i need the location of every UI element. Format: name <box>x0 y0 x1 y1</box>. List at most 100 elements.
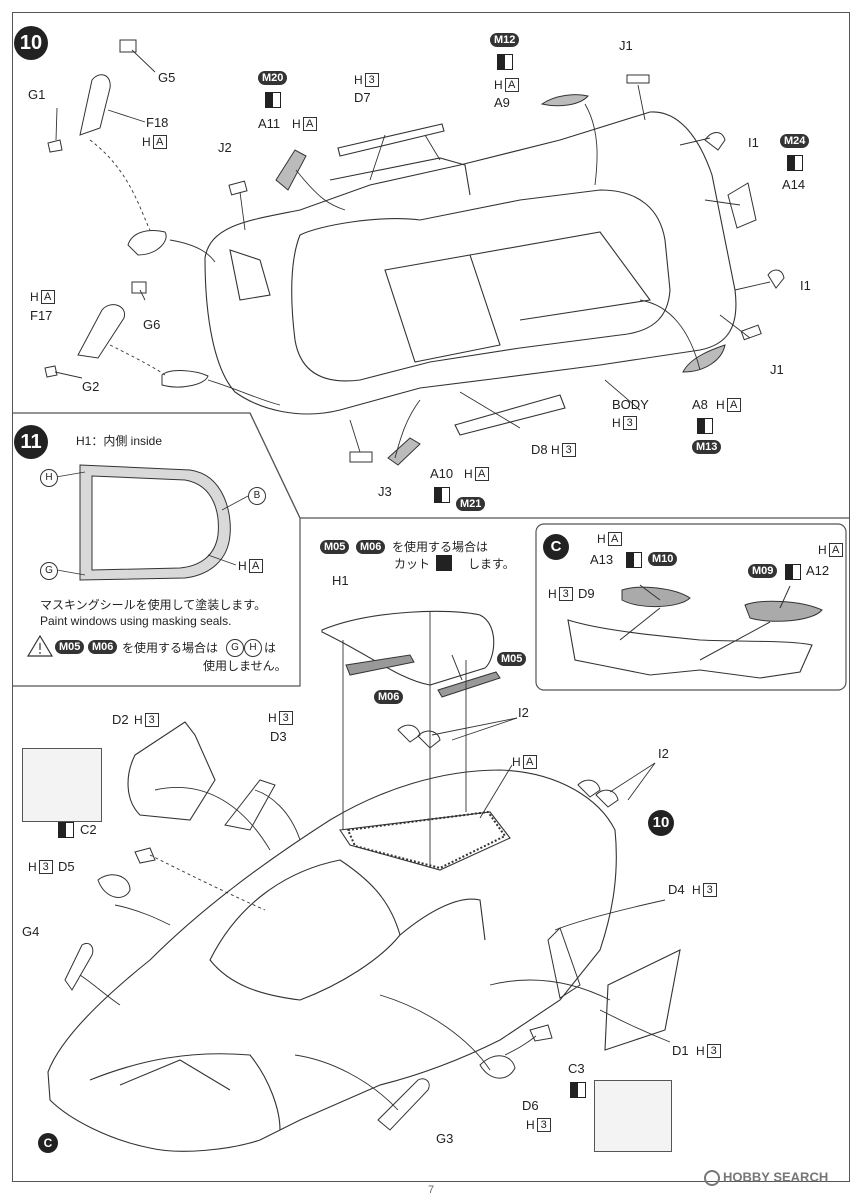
part-d2: D2 <box>112 712 129 727</box>
paint-icon <box>434 487 450 503</box>
paint-badge-m06-h1: M06 <box>356 540 386 554</box>
warning-icon <box>28 636 52 656</box>
part-f17: F17 <box>30 308 53 323</box>
paint-badge-m06: M06 <box>88 640 118 654</box>
body-topview <box>204 111 737 415</box>
warning-text-line2: 使用しません。 <box>203 659 287 673</box>
section-c-marker: C <box>543 534 569 560</box>
h1-use-note: を使用する場合は <box>392 540 489 554</box>
part-c2: C2 <box>80 822 97 837</box>
part-i1-top: I1 <box>748 135 759 150</box>
knife-icon <box>436 555 452 571</box>
part-j1-right: J1 <box>770 362 784 377</box>
mask-label-b: B <box>248 487 266 505</box>
paint-icon <box>626 552 642 568</box>
part-i2-right: I2 <box>658 746 669 761</box>
masking-instruction-en: Paint windows using masking seals. <box>40 614 232 628</box>
part-g1: G1 <box>28 87 46 102</box>
paint-icon <box>697 418 713 434</box>
warning-text-after: は <box>264 641 277 655</box>
part-j1-top: J1 <box>619 38 633 53</box>
paint-badge-m21: M21 <box>456 497 486 511</box>
part-g2: G2 <box>82 379 100 394</box>
part-a9: A9 <box>494 95 510 110</box>
paint-badge-m13: M13 <box>692 440 722 454</box>
h1-inside-note: H1：内側 inside <box>76 434 163 448</box>
part-a8: A8 <box>692 397 708 412</box>
step-10-marker: 10 <box>14 26 48 60</box>
h1-cut-tail: します。 <box>468 557 515 571</box>
part-a11: A11 <box>258 116 281 131</box>
part-c3: C3 <box>568 1061 585 1076</box>
decal-sheet-thumbnail <box>22 748 102 822</box>
part-body: BODY <box>612 397 649 412</box>
part-i2-top: I2 <box>518 705 529 720</box>
part-d1: D1 <box>672 1043 689 1058</box>
step-10-reference-marker: 10 <box>648 810 674 836</box>
section-c-reference-marker: C <box>38 1133 58 1153</box>
paint-badge-m20: M20 <box>258 71 288 85</box>
paint-badge-m06-roof: M06 <box>374 690 404 704</box>
part-d8: D8 <box>531 442 548 457</box>
warning-text-mid: を使用する場合は <box>122 641 219 655</box>
step-11-marker: 11 <box>14 425 48 459</box>
part-f18: F18 <box>146 115 169 130</box>
part-g6: G6 <box>143 317 161 332</box>
paint-icon <box>58 822 74 838</box>
part-d9: D9 <box>578 586 595 601</box>
part-g4: G4 <box>22 924 40 939</box>
paint-icon <box>787 155 803 171</box>
part-d3: D3 <box>270 729 287 744</box>
paint-badge-m10: M10 <box>648 552 678 566</box>
part-a12: A12 <box>806 563 830 578</box>
part-d7: D7 <box>354 90 371 105</box>
part-d4: D4 <box>668 882 685 897</box>
mask-label-g: G <box>40 562 58 580</box>
part-a14: A14 <box>782 177 806 192</box>
paint-badge-m09: M09 <box>748 564 778 578</box>
part-a13: A13 <box>590 552 614 567</box>
paint-icon <box>265 92 281 108</box>
warning-circ-g: G <box>226 639 244 657</box>
paint-badge-m24: M24 <box>780 134 810 148</box>
part-d6: D6 <box>522 1098 539 1113</box>
paint-icon <box>497 54 513 70</box>
paint-badge-m05: M05 <box>55 640 85 654</box>
part-h1: H1 <box>332 573 349 588</box>
page-frame <box>12 12 850 1182</box>
paint-badge-m12: M12 <box>490 33 520 47</box>
mask-label-h: H <box>40 469 58 487</box>
car-perspective <box>47 769 617 1152</box>
part-j3: J3 <box>378 484 392 499</box>
part-j2: J2 <box>218 140 232 155</box>
part-d5: D5 <box>58 859 75 874</box>
part-g3: G3 <box>436 1131 454 1146</box>
paint-icon <box>785 564 801 580</box>
warning-circ-h: H <box>244 639 262 657</box>
decal-sheet-thumbnail <box>594 1080 672 1152</box>
part-i1-right: I1 <box>800 278 811 293</box>
masking-instruction-jp: マスキングシールを使用して塗装します。 <box>40 598 267 612</box>
paint-badge-m05-roof: M05 <box>497 652 527 666</box>
